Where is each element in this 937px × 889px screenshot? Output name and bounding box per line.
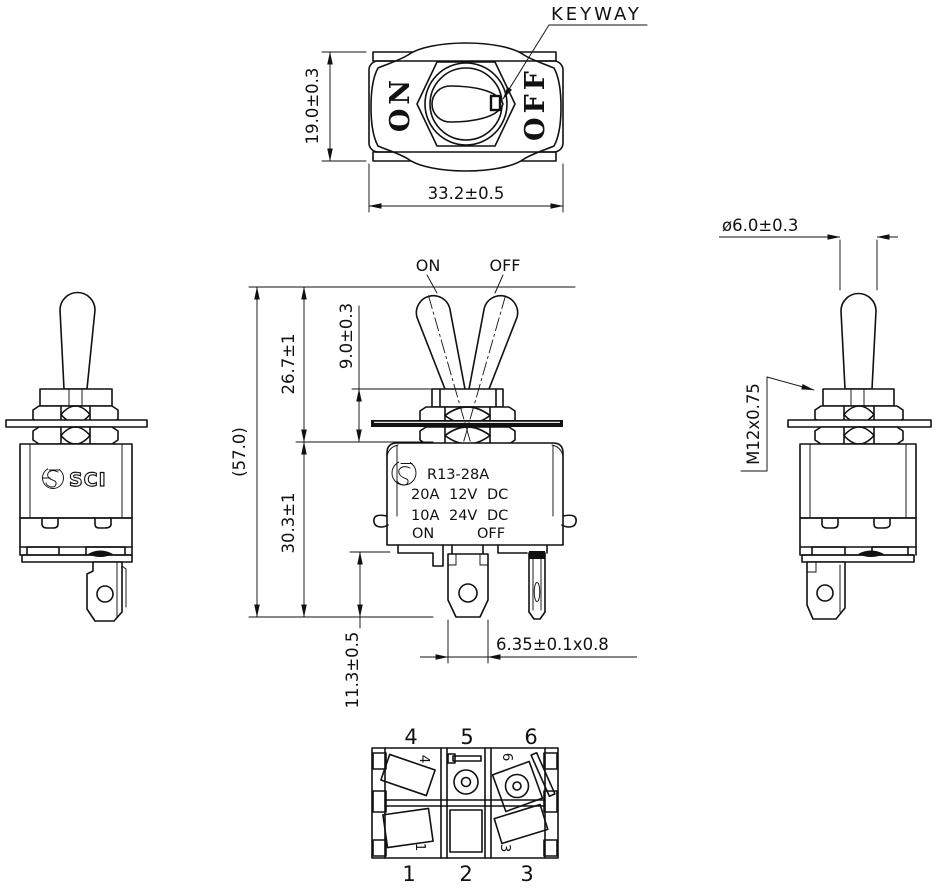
top-on-label: ON xyxy=(385,76,416,132)
keyway-callout: KEYWAY xyxy=(502,4,648,100)
cell-dividers xyxy=(384,747,546,859)
panel-plate-right xyxy=(787,419,932,428)
rating-12v-text: 20A 12V DC xyxy=(411,487,508,503)
hex-nut-lower-left xyxy=(32,426,119,445)
keyway-label: KEYWAY xyxy=(551,4,642,25)
dim-bushing-text: 9.0±0.3 xyxy=(337,303,356,369)
hex-nut-lower-right xyxy=(814,426,904,445)
dimension-upper-267: 26.7±1 xyxy=(279,286,307,443)
terminal-hole-left xyxy=(96,585,114,603)
dim-width-text: 33.2±0.5 xyxy=(428,184,505,203)
dim-height-text: 19.0±0.3 xyxy=(303,68,322,145)
front-terminals xyxy=(397,544,548,620)
dimension-overall-57: (57.0) xyxy=(230,286,260,618)
terminal-number-5: 5 xyxy=(460,725,473,749)
terminal-number-2: 2 xyxy=(459,862,472,886)
dimension-bushing-9: 9.0±0.3 xyxy=(337,303,362,443)
marking-off-text: OFF xyxy=(477,526,505,542)
terminal-number-6: 6 xyxy=(524,725,537,749)
dimension-terminal-113: 11.3±0.5 xyxy=(343,551,363,709)
front-view: ON OFF R13-28A 20A 12V DC 10A 24V DC ON … xyxy=(230,256,637,708)
dim-upper-text: 26.7±1 xyxy=(279,333,298,394)
inner-label-4: 4 xyxy=(416,755,432,764)
switch-body-left xyxy=(19,443,133,563)
terminal-cell-2 xyxy=(449,809,483,853)
dimension-height-19: 19.0±0.3 xyxy=(303,51,367,162)
toggle-lever-right xyxy=(840,292,877,390)
panel-plate-left xyxy=(5,419,148,428)
terminal-cell-5 xyxy=(447,753,482,795)
front-on-label: ON xyxy=(416,256,441,275)
dim-thread-text: M12x0.75 xyxy=(744,383,763,465)
dimension-thread: M12x0.75 xyxy=(740,376,815,472)
keyway-notch xyxy=(489,94,502,112)
dimension-terminal-size: 6.35±0.1x0.8 xyxy=(420,619,637,664)
terminal-left-view xyxy=(86,561,127,622)
terminal-number-4: 4 xyxy=(404,725,417,749)
sci-logo-left: SCI xyxy=(42,465,107,492)
terminal-cell-4: 4 xyxy=(380,753,436,797)
toggle-lever-left xyxy=(59,291,96,390)
front-dimensions: (57.0) 26.7±1 30.3±1 9.0±0.3 11.3±0.5 xyxy=(230,286,637,709)
terminal-hole xyxy=(458,583,478,603)
terminal-right-view xyxy=(806,561,846,620)
dim-body-text: 30.3±1 xyxy=(279,492,298,553)
dim-overall-text: (57.0) xyxy=(230,427,249,477)
bushing-right xyxy=(822,388,895,407)
top-view: ON OFF 19.0±0.3 33.2±0.5 xyxy=(303,42,564,213)
terminal-numbers: 4 5 6 1 2 3 xyxy=(402,725,537,886)
panel-plate-front xyxy=(371,420,563,427)
terminal-cell-6: 6 xyxy=(491,751,556,813)
dim-lever-diameter-text: ø6.0±0.3 xyxy=(722,216,798,235)
terminal-hole-right xyxy=(816,584,834,602)
rating-24v-text: 10A 24V DC xyxy=(411,508,508,524)
sci-circle-logo-front xyxy=(391,458,417,486)
front-off-label: OFF xyxy=(490,256,521,275)
terminal-number-3: 3 xyxy=(520,862,533,886)
toggle-lever-top xyxy=(431,85,504,123)
terminal-number-1: 1 xyxy=(402,862,415,886)
bushing-left xyxy=(39,388,113,407)
switch-body-right xyxy=(799,443,917,563)
terminal-blade-front xyxy=(447,553,489,618)
dimension-width-33: 33.2±0.5 xyxy=(368,163,564,213)
switch-body-front xyxy=(373,442,577,546)
bottom-housing xyxy=(371,747,559,859)
model-text: R13-28A xyxy=(427,467,489,483)
bottom-view: 4 6 1 3 4 5 6 1 xyxy=(371,725,559,886)
terminal-slot xyxy=(533,582,541,602)
inner-label-1: 1 xyxy=(412,843,428,852)
face-plate xyxy=(368,60,564,153)
lever-centerlines xyxy=(427,295,507,442)
terminal-cell-1: 1 xyxy=(382,807,434,852)
right-side-view: ø6.0±0.3 M12x0.75 xyxy=(719,216,932,620)
brand-text: SCI xyxy=(69,469,107,491)
inner-label-6: 6 xyxy=(499,753,515,762)
marking-on-text: ON xyxy=(412,526,434,542)
dimension-lever-diameter: ø6.0±0.3 xyxy=(719,216,898,291)
bushing-front xyxy=(431,388,504,408)
bushing-circle-outer xyxy=(424,62,508,146)
hex-nut-lower-front xyxy=(419,426,516,445)
side-tabs xyxy=(372,752,558,857)
top-off-label: OFF xyxy=(520,67,551,141)
dimension-body-303: 30.3±1 xyxy=(279,441,307,618)
dim-terminal-length-text: 11.3±0.5 xyxy=(343,632,362,709)
terminal-cell-3: 3 xyxy=(493,803,549,853)
left-side-view: SCI xyxy=(5,291,148,622)
dim-terminal-size-text: 6.35±0.1x0.8 xyxy=(496,635,609,654)
inner-label-3: 3 xyxy=(497,844,513,853)
